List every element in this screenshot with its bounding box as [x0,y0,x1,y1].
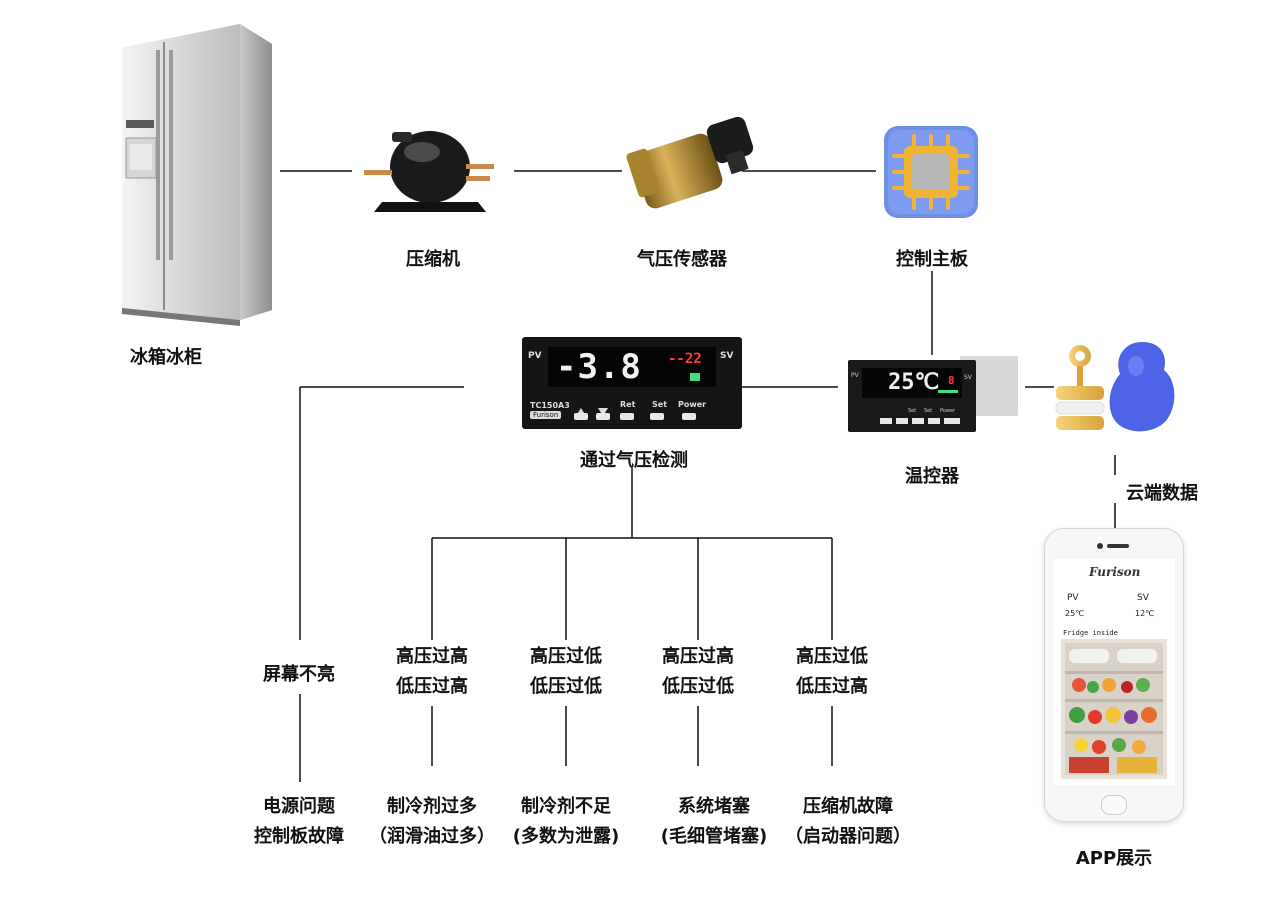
power-button[interactable]: Power [678,400,707,409]
thermostat-device: PV SV 25℃ 8 Set Set Power [848,352,1018,434]
symptom-3: 高压过高 低压过低 [662,642,734,702]
phone-pv-label: PV [1067,593,1079,603]
symptom-line-2: 低压过低 [662,676,734,697]
phone-pv-value: 25℃ [1065,609,1085,618]
control-board-label: 控制主板 [896,249,968,270]
cause-2: 制冷剂不足 (多数为泄露) [513,792,619,852]
thermo-key-up[interactable] [880,418,892,424]
symptom-line-2: 低压过低 [530,676,602,697]
symptom-line-2: 低压过高 [796,676,868,697]
symptom-screen-off: 屏幕不亮 [263,664,335,685]
set-key[interactable] [650,413,664,420]
thermostat-display: 25℃ 8 [862,368,962,398]
thermo-led [938,390,958,393]
controller-display: -3.8 --22 [548,347,716,387]
thermo-power-label: Power [940,408,956,414]
thermostat-face: PV SV 25℃ 8 Set Set Power [848,360,976,432]
fridge-inside-image [1061,639,1167,779]
thermo-pv-tag: PV [851,372,859,379]
cause-line-2: (多数为泄露) [512,826,620,847]
detect-label: 通过气压检测 [580,450,688,471]
thermo-key-down[interactable] [896,418,908,424]
down-arrow-icon[interactable] [598,401,608,416]
chip-icon [884,126,978,218]
symptom-line-2: 低压过高 [396,676,468,697]
symptom-line-1: 高压过高 [662,646,734,667]
phone-screen: Furison PV SV 25℃ 12℃ Fridge inside [1053,559,1175,785]
phone-speaker [1107,544,1129,548]
symptom-1: 高压过高 低压过高 [396,642,468,702]
ret-button[interactable]: Ret [620,400,636,409]
cause-line-2: (毛细管堵塞) [660,826,768,847]
pressure-sensor-label: 气压传感器 [637,249,727,270]
pv-readout: -3.8 [556,347,642,387]
up-key[interactable] [574,413,588,420]
phone-brand: Furison [1089,565,1141,579]
thermo-key-set2[interactable] [928,418,940,424]
thermo-key-power[interactable] [944,418,960,424]
phone-sv-value: 12℃ [1135,609,1155,618]
ret-key[interactable] [620,413,634,420]
phone-sv-label: SV [1137,593,1149,603]
cause-line-1: 电源问题 [263,796,335,817]
model-text: TC150A3 [530,401,570,410]
pressure-sensor-image [626,116,754,209]
app-label: APP展示 [1075,848,1153,869]
down-key[interactable] [596,413,610,420]
cause-line-2: （启动器问题） [785,826,911,847]
symptom-line-1: 高压过高 [396,646,468,667]
cause-4: 压缩机故障 （启动器问题） [785,792,911,852]
home-button[interactable] [1101,795,1127,815]
pv-tag: PV [528,351,542,361]
up-arrow-icon[interactable] [576,401,586,416]
symptom-2: 高压过低 低压过低 [530,642,602,702]
thermo-temp: 25℃ [888,370,940,395]
symptom-line-1: 高压过低 [530,646,602,667]
power-key[interactable] [682,413,696,420]
cloud-label: 云端数据 [1126,483,1198,504]
cause-line-1: 制冷剂不足 [520,796,611,817]
cause-line-2: （润滑油过多） [369,826,495,847]
set-button[interactable]: Set [652,400,668,409]
cause-line-2: 控制板故障 [254,826,344,847]
phone-section-title: Fridge inside [1063,629,1118,637]
phone: Furison PV SV 25℃ 12℃ Fridge inside [1044,528,1184,822]
compressor-image [364,131,494,212]
symptom-4: 高压过低 低压过高 [796,642,868,702]
thermo-set-label-2: Set [924,408,933,414]
cloud-database-icon [1055,342,1175,432]
cause-line-1: 压缩机故障 [803,796,893,817]
thermo-sv-tag: SV [964,374,972,381]
fridge-label: 冰箱冰柜 [130,347,202,368]
cause-1: 制冷剂过多 （润滑油过多） [369,792,495,852]
compressor-label: 压缩机 [406,249,460,270]
cause-3: 系统堵塞 (毛细管堵塞) [661,792,767,852]
symptom-line-1: 高压过低 [796,646,868,667]
sv-tag: SV [720,351,734,361]
cause-line-1: 制冷剂过多 [387,796,477,817]
cause-power: 电源问题 控制板故障 [254,792,344,852]
status-led [690,373,700,381]
fridge-image [122,24,272,326]
sv-readout: --22 [668,351,702,367]
brand-text: Furison [530,411,562,419]
thermo-set: 8 [948,374,955,387]
thermo-key-set[interactable] [912,418,924,424]
phone-camera [1097,543,1103,549]
cause-line-1: 系统堵塞 [677,796,750,817]
thermo-set-label-1: Set [908,408,917,414]
pressure-controller: PV SV -3.8 --22 TC150A3 Furison Ret Set … [522,337,742,429]
thermostat-label: 温控器 [905,466,959,487]
